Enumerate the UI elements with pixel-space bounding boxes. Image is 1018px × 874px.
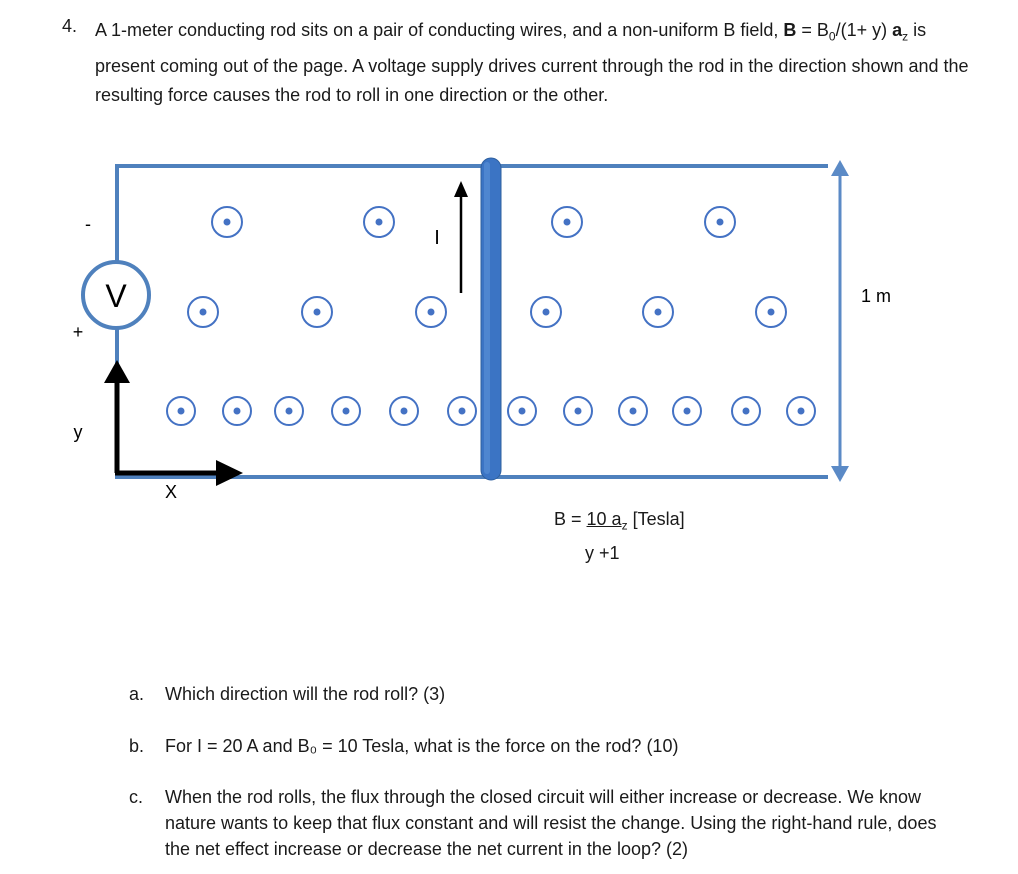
- field-dot-center-icon: [742, 407, 750, 415]
- field-dot-center-icon: [427, 308, 435, 316]
- question-letter: b.: [129, 736, 145, 756]
- formula-lhs: B =: [554, 509, 587, 529]
- minus-terminal-label: -: [85, 214, 91, 234]
- question-text: For I = 20 A and B₀ = 10 Tesla, what is …: [165, 736, 679, 756]
- x-axis-label: X: [165, 482, 177, 502]
- field-dot-center-icon: [563, 218, 571, 226]
- field-dot-center-icon: [199, 308, 207, 316]
- conducting-rod-highlight: [484, 162, 490, 474]
- field-dot-center-icon: [654, 308, 662, 316]
- field-formula: B = 10 az [Tesla]: [554, 509, 685, 533]
- field-dot-center-icon: [285, 407, 293, 415]
- question-text: Which direction will the rod roll? (3): [165, 684, 446, 704]
- field-dot-center-icon: [716, 218, 724, 226]
- field-dot-center-icon: [400, 407, 408, 415]
- field-expression-tail: /(1+ y): [835, 20, 893, 40]
- field-dot-center-icon: [233, 407, 241, 415]
- problem-intro-part1: A 1-meter conducting rod sits on a pair …: [95, 20, 784, 40]
- current-arrow-head-icon: [454, 181, 468, 197]
- field-dot-center-icon: [375, 218, 383, 226]
- formula-subscript: z: [621, 518, 628, 533]
- field-dot-center-icon: [797, 407, 805, 415]
- plus-terminal-label: +: [73, 322, 84, 342]
- x-axis-arrow-head-icon: [216, 460, 243, 486]
- field-dot-center-icon: [683, 407, 691, 415]
- field-dot-center-icon: [342, 407, 350, 415]
- formula-denominator: y +1: [585, 543, 620, 563]
- voltmeter-label: V: [105, 278, 127, 314]
- question-text: When the rod rolls, the flux through the…: [165, 787, 937, 859]
- current-label: I: [434, 227, 440, 249]
- y-axis-arrow-head-icon: [104, 360, 130, 383]
- y-axis-label: y: [74, 422, 83, 442]
- field-subscript: 0: [828, 29, 836, 44]
- voltmeter-circle: [81, 260, 151, 330]
- field-dot-center-icon: [223, 218, 231, 226]
- dimension-label: 1 m: [861, 286, 891, 306]
- problem-statement: A 1-meter conducting rod sits on a pair …: [95, 16, 975, 110]
- formula-unit: [Tesla]: [627, 509, 685, 529]
- question-letter: a.: [129, 684, 145, 704]
- field-expression: = B: [796, 20, 829, 40]
- problem-intro-part2: is present coming out of the page. A vol…: [95, 20, 969, 105]
- field-dot-center-icon: [458, 407, 466, 415]
- field-dot-center-icon: [177, 407, 185, 415]
- field-symbols: [166, 206, 816, 426]
- b-symbol: B: [783, 20, 797, 40]
- field-dot-center-icon: [629, 407, 637, 415]
- dimension-arrow-top-icon: [831, 160, 849, 176]
- problem-number: 4.: [62, 16, 78, 36]
- dimension-arrow-bottom-icon: [831, 466, 849, 482]
- field-dot-center-icon: [767, 308, 775, 316]
- a-symbol: a: [892, 20, 903, 40]
- formula-numerator: 10 a: [586, 509, 622, 529]
- field-dot-center-icon: [574, 407, 582, 415]
- field-dot-center-icon: [518, 407, 526, 415]
- field-dot-center-icon: [542, 308, 550, 316]
- field-dot-center-icon: [313, 308, 321, 316]
- a-subscript: z: [902, 29, 909, 44]
- question-letter: c.: [129, 787, 144, 807]
